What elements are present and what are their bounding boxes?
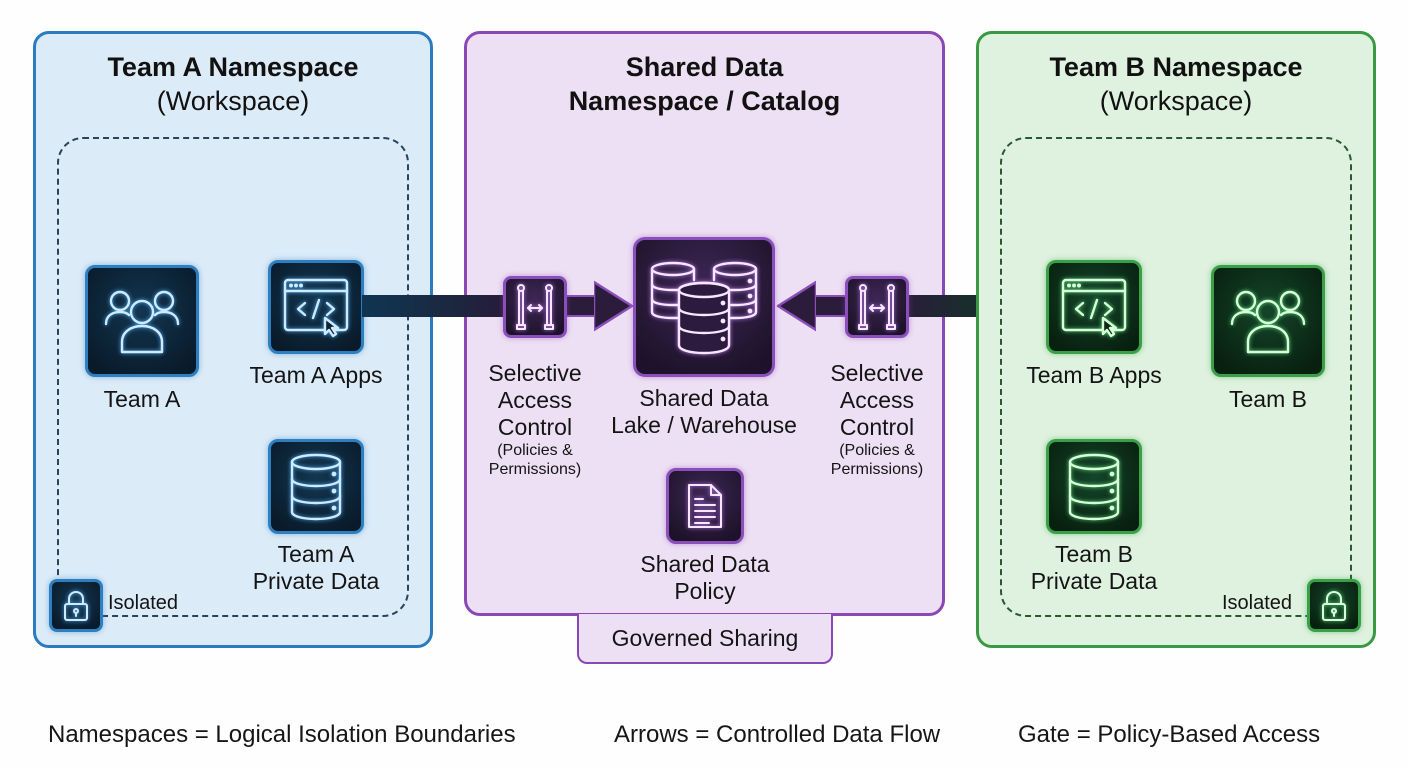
team-b-users-label: Team B xyxy=(1229,386,1307,412)
team-b-title: Team B Namespace (Workspace) xyxy=(979,50,1373,118)
team-a-title: Team A Namespace (Workspace) xyxy=(36,50,430,118)
database-icon xyxy=(1068,453,1120,520)
team-a-title-text: Team A Namespace xyxy=(107,52,359,82)
team-a-to-shared-connector xyxy=(362,295,507,317)
legend-arrows: Arrows = Controlled Data Flow xyxy=(614,721,941,748)
team-b-private-data-line1: Team B xyxy=(1055,541,1133,567)
team-b-isolated-label: Isolated xyxy=(1222,592,1293,614)
team-a-private-data-node[interactable] xyxy=(268,439,364,534)
right-gate-line2: Access xyxy=(839,387,915,413)
team-a-apps-label: Team A Apps xyxy=(249,362,383,388)
policy-label-line2: Policy xyxy=(674,578,736,604)
team-b-isolated-lock xyxy=(1307,579,1361,632)
users-icon xyxy=(104,290,180,354)
lock-icon xyxy=(1322,590,1346,621)
shared-data-lake-label: Shared Data Lake / Warehouse xyxy=(594,385,814,439)
access-gate-icon xyxy=(858,284,896,330)
right-gate-label: Selective Access Control (Policies & Per… xyxy=(812,360,942,479)
right-gate-line1: Selective xyxy=(830,360,924,386)
team-b-isolation-boundary xyxy=(1000,137,1352,617)
arrow-left-icon xyxy=(776,280,816,332)
shared-title-line2: Namespace / Catalog xyxy=(568,86,841,116)
team-b-private-data-label: Team B Private Data xyxy=(1014,541,1174,595)
legend-gate: Gate = Policy-Based Access xyxy=(1018,721,1321,748)
left-gate-line2: Access xyxy=(497,387,573,413)
team-a-apps-node[interactable] xyxy=(268,260,364,354)
code-window-icon xyxy=(1061,278,1127,338)
left-gate-detail2: Permissions) xyxy=(488,461,582,478)
shared-data-policy-node[interactable] xyxy=(666,468,744,544)
right-arrow-shaft xyxy=(810,295,850,317)
document-icon xyxy=(688,484,722,528)
team-a-isolation-boundary xyxy=(57,137,409,617)
shared-data-policy-label: Shared Data Policy xyxy=(605,551,805,605)
legend-namespaces: Namespaces = Logical Isolation Boundarie… xyxy=(48,721,516,748)
arrow-right-icon xyxy=(594,280,634,332)
team-a-private-data-line2: Private Data xyxy=(252,568,380,594)
team-b-subtitle: (Workspace) xyxy=(1099,86,1253,116)
shared-title: Shared Data Namespace / Catalog xyxy=(467,50,942,118)
database-icon xyxy=(290,453,342,520)
team-a-private-data-line1: Team A xyxy=(277,541,355,567)
right-gate-line3: Control xyxy=(839,414,915,440)
policy-label-line1: Shared Data xyxy=(640,551,770,577)
left-gate-line1: Selective xyxy=(488,360,582,386)
lock-icon xyxy=(64,590,88,621)
code-window-icon xyxy=(283,278,349,338)
team-b-apps-label: Team B Apps xyxy=(1026,362,1162,388)
team-a-isolated-label: Isolated xyxy=(108,592,179,614)
left-gate-label: Selective Access Control (Policies & Per… xyxy=(470,360,600,479)
team-b-private-data-node[interactable] xyxy=(1046,439,1142,534)
lake-label-line1: Shared Data xyxy=(639,385,769,411)
right-access-gate[interactable] xyxy=(845,276,909,338)
team-a-users-label: Team A xyxy=(103,386,181,412)
right-gate-detail2: Permissions) xyxy=(830,461,924,478)
team-b-users-node[interactable] xyxy=(1211,265,1325,377)
team-a-private-data-label: Team A Private Data xyxy=(236,541,396,595)
left-access-gate[interactable] xyxy=(503,276,567,338)
team-b-title-text: Team B Namespace xyxy=(1049,52,1303,82)
lake-label-line2: Lake / Warehouse xyxy=(611,412,797,438)
right-gate-detail1: (Policies & xyxy=(839,442,915,459)
team-a-subtitle: (Workspace) xyxy=(156,86,310,116)
governed-sharing-tab: Governed Sharing xyxy=(577,614,833,664)
team-b-apps-node[interactable] xyxy=(1046,260,1142,354)
database-cluster-icon xyxy=(650,261,758,354)
left-arrow-shaft xyxy=(566,295,598,317)
team-a-users-node[interactable] xyxy=(85,265,199,377)
team-b-private-data-line2: Private Data xyxy=(1030,568,1158,594)
shared-data-lake-node[interactable] xyxy=(633,237,775,377)
left-gate-detail1: (Policies & xyxy=(497,442,573,459)
access-gate-icon xyxy=(516,284,554,330)
left-gate-line3: Control xyxy=(497,414,573,440)
shared-title-line1: Shared Data xyxy=(625,52,784,82)
users-icon xyxy=(1230,290,1306,354)
team-a-isolated-lock xyxy=(49,579,103,632)
